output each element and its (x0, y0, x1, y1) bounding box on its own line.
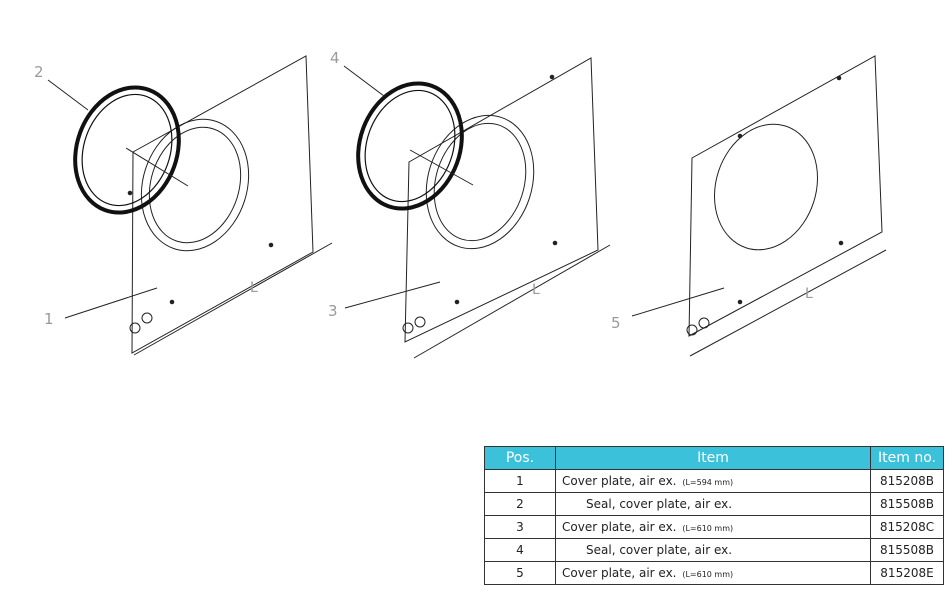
cell-item: Cover plate, air ex. (L=594 mm) (555, 469, 871, 493)
header-pos: Pos. (484, 446, 556, 470)
table-row: 4 Seal, cover plate, air ex. 815508B (484, 538, 944, 562)
callout-3: 3 (328, 302, 338, 320)
seal-4 (356, 81, 464, 211)
cell-item: Seal, cover plate, air ex. (555, 492, 871, 516)
table-row: 5 Cover plate, air ex. (L=610 mm) 815208… (484, 561, 944, 585)
leaders-5 (631, 249, 887, 357)
callout-1: 1 (44, 310, 54, 328)
cell-item-no: 815508B (870, 538, 944, 562)
leaders-1-2 (47, 79, 333, 356)
cover-plate-1 (127, 55, 314, 354)
cell-pos: 4 (484, 538, 556, 562)
item-name: Seal, cover plate, air ex. (586, 543, 733, 557)
callout-2: 2 (34, 63, 44, 81)
item-name: Cover plate, air ex. (562, 520, 677, 534)
size-note: (L=610 mm) (682, 524, 734, 533)
item-name: Cover plate, air ex. (562, 474, 677, 488)
cell-pos: 2 (484, 492, 556, 516)
cover-plate-3 (402, 57, 599, 343)
seal-2 (73, 85, 181, 215)
dimension-label-L-2: L (532, 282, 540, 298)
cell-item: Seal, cover plate, air ex. (555, 538, 871, 562)
cell-item-no: 815208E (870, 561, 944, 585)
header-item: Item (555, 446, 871, 470)
cell-pos: 5 (484, 561, 556, 585)
table-row: 3 Cover plate, air ex. (L=610 mm) 815208… (484, 515, 944, 539)
cell-pos: 1 (484, 469, 556, 493)
dimension-label-L-3: L (805, 286, 813, 302)
header-item-no: Item no. (870, 446, 944, 470)
cell-pos: 3 (484, 515, 556, 539)
cell-item-no: 815208C (870, 515, 944, 539)
leaders-3-4 (343, 65, 611, 359)
table-row: 2 Seal, cover plate, air ex. 815508B (484, 492, 944, 516)
size-note: (L=594 mm) (682, 478, 734, 487)
cell-item: Cover plate, air ex. (L=610 mm) (555, 561, 871, 585)
cell-item: Cover plate, air ex. (L=610 mm) (555, 515, 871, 539)
callout-5: 5 (611, 314, 621, 332)
item-name: Cover plate, air ex. (562, 566, 677, 580)
dimension-label-L-1: L (250, 280, 258, 296)
cell-item-no: 815208B (870, 469, 944, 493)
cell-item-no: 815508B (870, 492, 944, 516)
size-note: (L=610 mm) (682, 570, 734, 579)
table-row: 1 Cover plate, air ex. (L=594 mm) 815208… (484, 469, 944, 493)
item-name: Seal, cover plate, air ex. (586, 497, 733, 511)
table-header-row: Pos. Item Item no. (484, 446, 944, 470)
cover-plate-5 (686, 55, 883, 337)
parts-table: Pos. Item Item no. 1 Cover plate, air ex… (484, 446, 944, 585)
exploded-parts-drawing: 2 1 4 3 5 L L L (34, 49, 887, 359)
callout-4: 4 (330, 49, 340, 67)
